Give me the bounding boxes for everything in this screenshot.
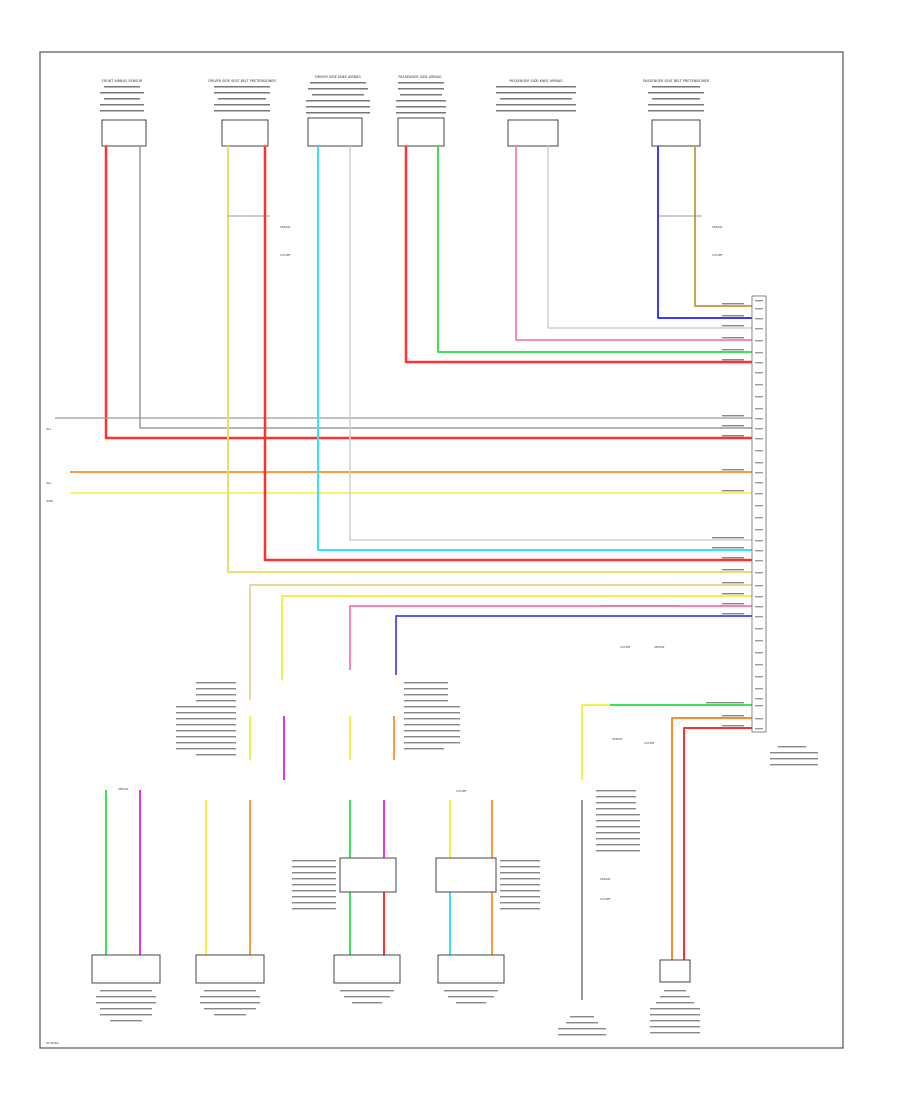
left-input-iga: IGA [46, 481, 52, 485]
srs-connector-strip [706, 295, 767, 733]
mid-splices: COUPE SEDAN SEDAN COUPE SEDAN COUPE SEDA… [118, 605, 680, 901]
diagram-id: W78460 [46, 1041, 59, 1045]
wire-blue-6 [657, 146, 752, 319]
top-connectors [101, 117, 701, 147]
module-rear-side-airbag [435, 857, 497, 893]
top-label-5: PASSENGER SIDE KNEE AIRBAG [509, 79, 563, 83]
wire-yellow-mid [281, 595, 752, 680]
wire-brown-6 [694, 146, 752, 307]
bottom-components [91, 746, 818, 1036]
top-connector-3 [307, 117, 363, 147]
splice-coupe-1: COUPE [280, 253, 290, 257]
wire-ltblue-3 [317, 146, 752, 551]
wires [55, 146, 752, 1000]
top-connector-2 [221, 119, 269, 147]
top-label-6: PASSENGER SEAT BELT PRETENSIONER [643, 79, 710, 83]
wire-gray-1 [139, 146, 752, 429]
mid-coupe: COUPE [620, 645, 630, 649]
wire-orange-srs [671, 717, 752, 960]
mid-coupe-2: COUPE [644, 741, 654, 745]
left-input-ig1: IG1 [46, 427, 51, 431]
wire-red-srs [683, 727, 752, 960]
bottom-box-2 [195, 954, 265, 984]
bottom-box-3 [333, 954, 401, 984]
bottom-sedan: SEDAN [118, 787, 128, 791]
wire-green-4 [437, 146, 752, 353]
wire-yellow-2 [227, 146, 752, 573]
bottom-box-1 [91, 954, 161, 984]
top-label-3: DRIVER SIDE KNEE AIRBAG [315, 75, 361, 79]
mid-module-labels [176, 682, 640, 852]
bottom-coupe: COUPE [456, 789, 466, 793]
wire-red-2 [263, 146, 752, 562]
bottom-box-4 [437, 954, 505, 984]
wire-white-5 [547, 146, 752, 329]
top-connector-5 [507, 119, 559, 147]
wire-white-3 [349, 146, 752, 541]
srs-sedan: SEDAN [600, 877, 610, 881]
splice-sedan-1: SEDAN [280, 225, 290, 229]
mid-sedan-2: SEDAN [612, 737, 622, 741]
wire-red-1 [104, 146, 752, 440]
top-component-labels: FRONT AIRBAG SENSOR DRIVER SIDE SEAT BEL… [100, 75, 710, 114]
top-connector-1 [101, 119, 147, 147]
diagram-frame [39, 51, 844, 1049]
bottom-box-srs [659, 959, 691, 983]
top-label-1: FRONT AIRBAG SENSOR [102, 79, 143, 83]
lower-modules [292, 857, 540, 910]
top-label-4: PASSENGER SIDE AIRBAG [398, 75, 442, 79]
wire-red-4 [404, 146, 752, 364]
top-connector-6 [651, 119, 701, 147]
wire-pink-5 [515, 146, 752, 341]
left-inputs: IG1 IGA GND [46, 427, 54, 503]
left-input-gnd: GND [46, 499, 54, 503]
mid-sedan: SEDAN [654, 645, 664, 649]
splice-coupe-2: COUPE [712, 253, 722, 257]
top-connector-4 [397, 117, 445, 147]
splice-markers: SEDAN COUPE SEDAN COUPE [228, 215, 722, 257]
module-front-side-airbag [339, 857, 397, 893]
wire-tan-mid [249, 584, 752, 700]
splice-sedan-2: SEDAN [712, 225, 722, 229]
top-label-2: DRIVER SIDE SEAT BELT PRETENSIONER [208, 79, 276, 83]
wire-blue-mid [395, 615, 752, 675]
srs-coupe: COUPE [600, 897, 610, 901]
